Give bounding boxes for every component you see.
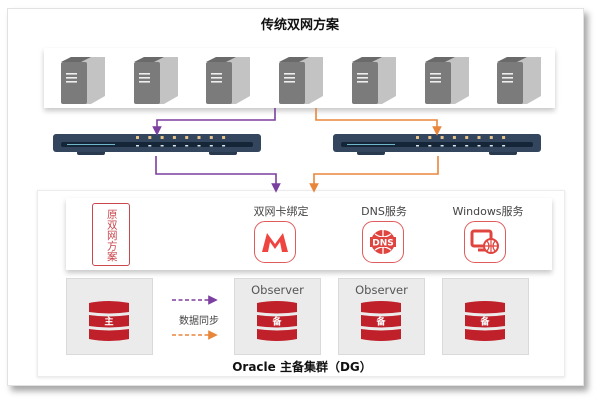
observer-label: Observer: [251, 283, 304, 297]
database-icon: 备: [465, 300, 505, 342]
server-icon: [61, 54, 107, 104]
observer-label: Observer: [355, 283, 408, 297]
db-role-label: 备: [271, 316, 282, 328]
switch-right-icon: [333, 134, 541, 156]
data-sync-label: 数据同步: [179, 316, 219, 327]
server-icon: [497, 54, 543, 104]
db-box-standby-3: [442, 278, 529, 355]
server-icon: [279, 54, 325, 104]
service-label-windows: Windows服务: [452, 205, 524, 218]
server-icon: [134, 54, 180, 104]
service-label-nic-bonding: 双网卡绑定: [253, 205, 309, 218]
diagram-title: 传统双网方案: [260, 18, 339, 33]
server-icon: [206, 54, 252, 104]
m-logo-icon: [254, 221, 296, 263]
cluster-footer-label: Oracle 主备集群（DG）: [232, 360, 372, 374]
server-icon: [425, 54, 471, 104]
dns-globe-icon: DNS: [362, 221, 404, 263]
original-scheme-stamp: 原双网方案: [92, 203, 130, 266]
service-label-dns: DNS服务: [361, 205, 407, 218]
db-role-label: 备: [375, 316, 386, 328]
monitor-globe-icon: [464, 221, 506, 263]
svg-text:DNS: DNS: [372, 239, 394, 249]
database-icon: 备: [257, 300, 297, 342]
database-icon: 主: [89, 300, 129, 342]
switch-left-icon: [53, 134, 261, 156]
db-role-label: 备: [479, 316, 490, 328]
database-icon: 备: [361, 300, 401, 342]
db-role-label: 主: [104, 316, 113, 328]
server-icon: [352, 54, 398, 104]
